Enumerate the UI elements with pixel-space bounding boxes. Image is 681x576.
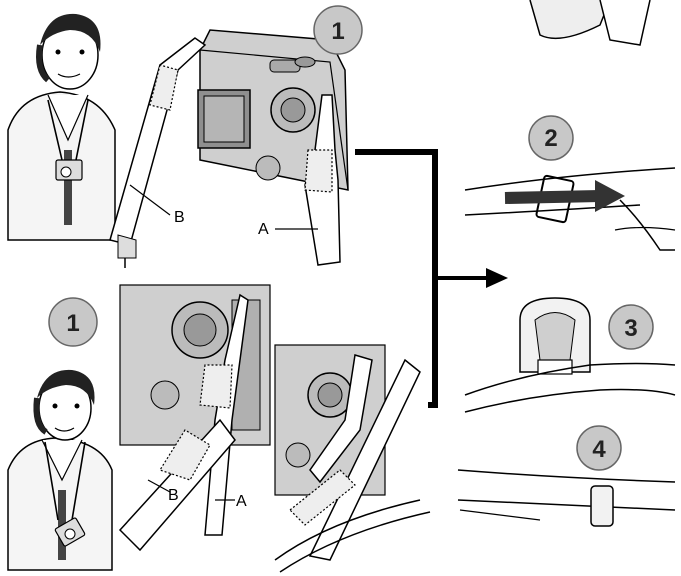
- person-neck-strap-illustration: [7, 13, 116, 241]
- person-chest-strap-illustration: [7, 369, 113, 571]
- step-3-loop-illustration: 3: [464, 297, 676, 413]
- flow-bracket-arrow: [355, 149, 508, 408]
- label-b-top: B: [174, 209, 185, 226]
- step-4-label: 4: [592, 436, 606, 463]
- label-b-bottom: B: [168, 487, 179, 504]
- step-1-badge-top: 1: [313, 5, 363, 55]
- camera-loop-detail-illustration: [274, 344, 431, 573]
- camera-top-illustration: [109, 29, 349, 268]
- step-1-label-bottom: 1: [66, 310, 79, 337]
- step-4-adjust-illustration: 4: [457, 425, 676, 527]
- step-2-threading-illustration: 2: [464, 115, 676, 251]
- step-1-badge-bottom: 1: [48, 297, 98, 347]
- top-buckle-fragment: [529, 0, 651, 46]
- label-a-top: A: [258, 221, 269, 238]
- label-a-bottom: A: [236, 493, 247, 510]
- step-1-label: 1: [331, 18, 344, 45]
- step-3-label: 3: [624, 315, 637, 342]
- step-2-label: 2: [544, 125, 557, 152]
- camera-closeup-strap-illustration: [118, 284, 271, 552]
